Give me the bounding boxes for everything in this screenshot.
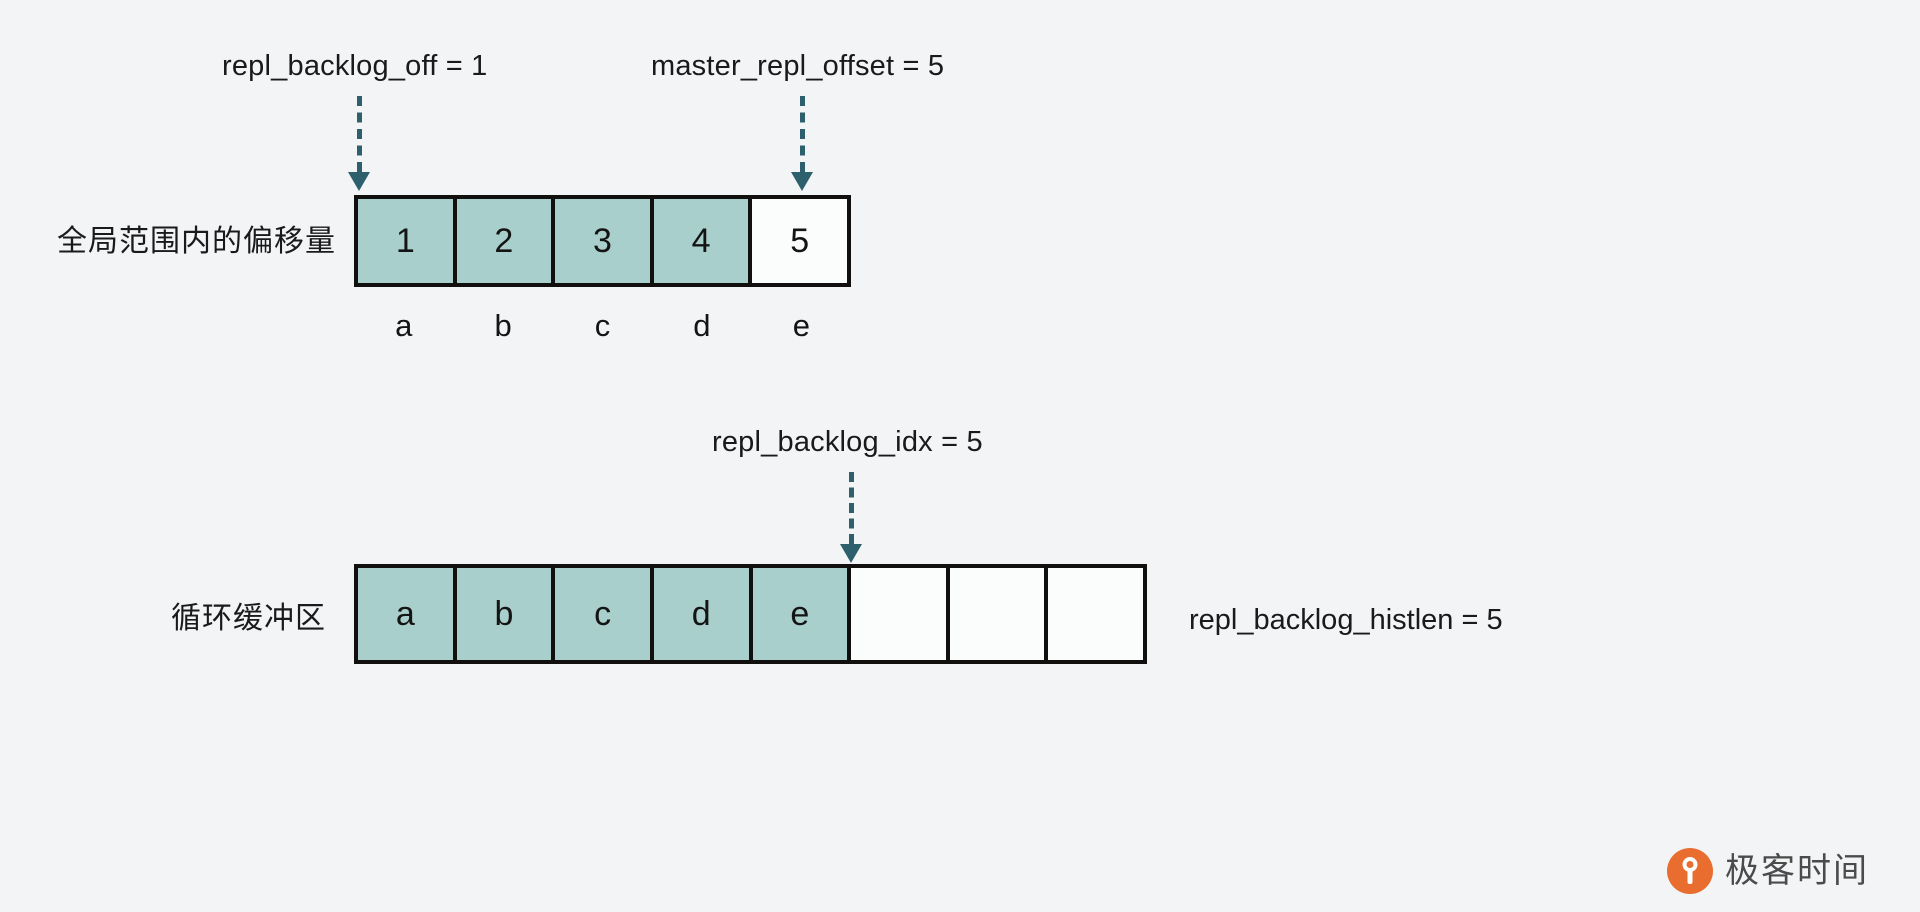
pointer-stem xyxy=(849,472,854,544)
offset-row-cell-1: 2 xyxy=(456,199,556,283)
offset-row-cell-3: 4 xyxy=(653,199,753,283)
watermark-text: 极客时间 xyxy=(1725,852,1869,890)
watermark: 极客时间 xyxy=(1667,848,1869,894)
arrowhead-down-icon xyxy=(840,544,862,563)
buffer-row-cell-3: d xyxy=(653,568,753,660)
geektime-logo-icon xyxy=(1667,848,1713,894)
pointer-stem xyxy=(357,96,362,172)
offset-row-cell-4: 5 xyxy=(752,199,847,283)
buffer-row-cell-7 xyxy=(1048,568,1143,660)
arrowhead-down-icon xyxy=(791,172,813,191)
buffer-row-cell-6 xyxy=(949,568,1049,660)
buffer-row-cell-1: b xyxy=(456,568,556,660)
buffer-row-label: 循环缓冲区 xyxy=(171,602,326,635)
buffer-row-cell-4: e xyxy=(752,568,852,660)
offset-row-label: 全局范围内的偏移量 xyxy=(57,225,336,258)
buffer-row-cell-2: c xyxy=(555,568,654,660)
offset-row-cell-2: 3 xyxy=(555,199,654,283)
buffer-row-cell-5 xyxy=(851,568,950,660)
offset-row-letter-4: e xyxy=(792,308,810,343)
offset-row-letter-1: b xyxy=(494,308,512,343)
annotation-repl-backlog-idx: repl_backlog_idx = 5 xyxy=(712,426,983,458)
annotation-repl-backlog-off: repl_backlog_off = 1 xyxy=(222,50,488,82)
annotation-repl-backlog-histlen: repl_backlog_histlen = 5 xyxy=(1189,604,1503,636)
offset-row-cell-0: 1 xyxy=(358,199,457,283)
offset-row-letter-0: a xyxy=(395,308,413,343)
buffer-row-cell-0: a xyxy=(358,568,457,660)
offset-row-letter-2: c xyxy=(594,308,611,343)
pointer-stem xyxy=(800,96,805,172)
annotation-master-repl-offset: master_repl_offset = 5 xyxy=(651,50,945,82)
offset-row-letters: a b c d e xyxy=(354,310,851,341)
arrowhead-down-icon xyxy=(348,172,370,191)
offset-row-letter-3: d xyxy=(693,308,711,343)
